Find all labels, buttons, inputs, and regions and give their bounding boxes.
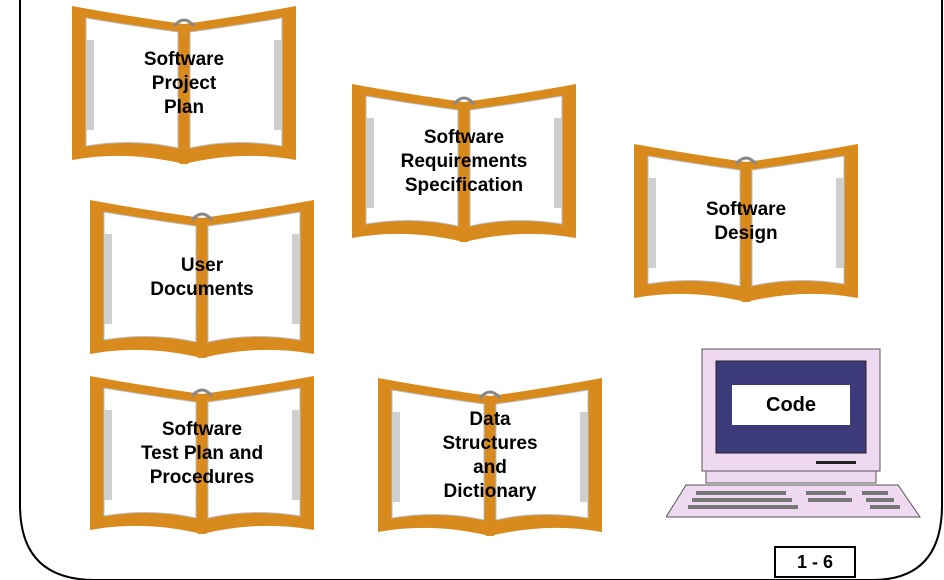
computer-code: Code <box>666 345 924 521</box>
book-label: Software Test Plan and Procedures <box>140 419 264 488</box>
book-label: Software Requirements Specification <box>400 127 528 196</box>
book-software-design: Software Design <box>628 138 864 328</box>
open-book-icon <box>634 144 858 302</box>
open-book-icon <box>72 6 296 164</box>
book-software-requirements-specification: Software Requirements Specification <box>346 78 582 268</box>
book-data-structures: Data Structures and Dictionary <box>372 372 608 562</box>
book-label: Software Design <box>705 199 787 244</box>
computer-icon <box>666 348 921 518</box>
open-book-icon <box>378 378 602 536</box>
slide-number: 1 - 6 <box>774 546 856 578</box>
book-user-documents: User Documents <box>84 194 320 384</box>
code-label: Code <box>732 385 850 425</box>
book-software-test-plan: Software Test Plan and Procedures <box>84 370 320 560</box>
open-book-icon <box>352 84 576 242</box>
book-label: User Documents <box>150 255 254 300</box>
open-book-icon <box>90 200 314 358</box>
book-software-project-plan: Software Project Plan <box>66 0 302 190</box>
book-label: Software Project Plan <box>143 49 225 118</box>
book-label: Data Structures and Dictionary <box>442 409 538 502</box>
open-book-icon <box>90 376 314 534</box>
